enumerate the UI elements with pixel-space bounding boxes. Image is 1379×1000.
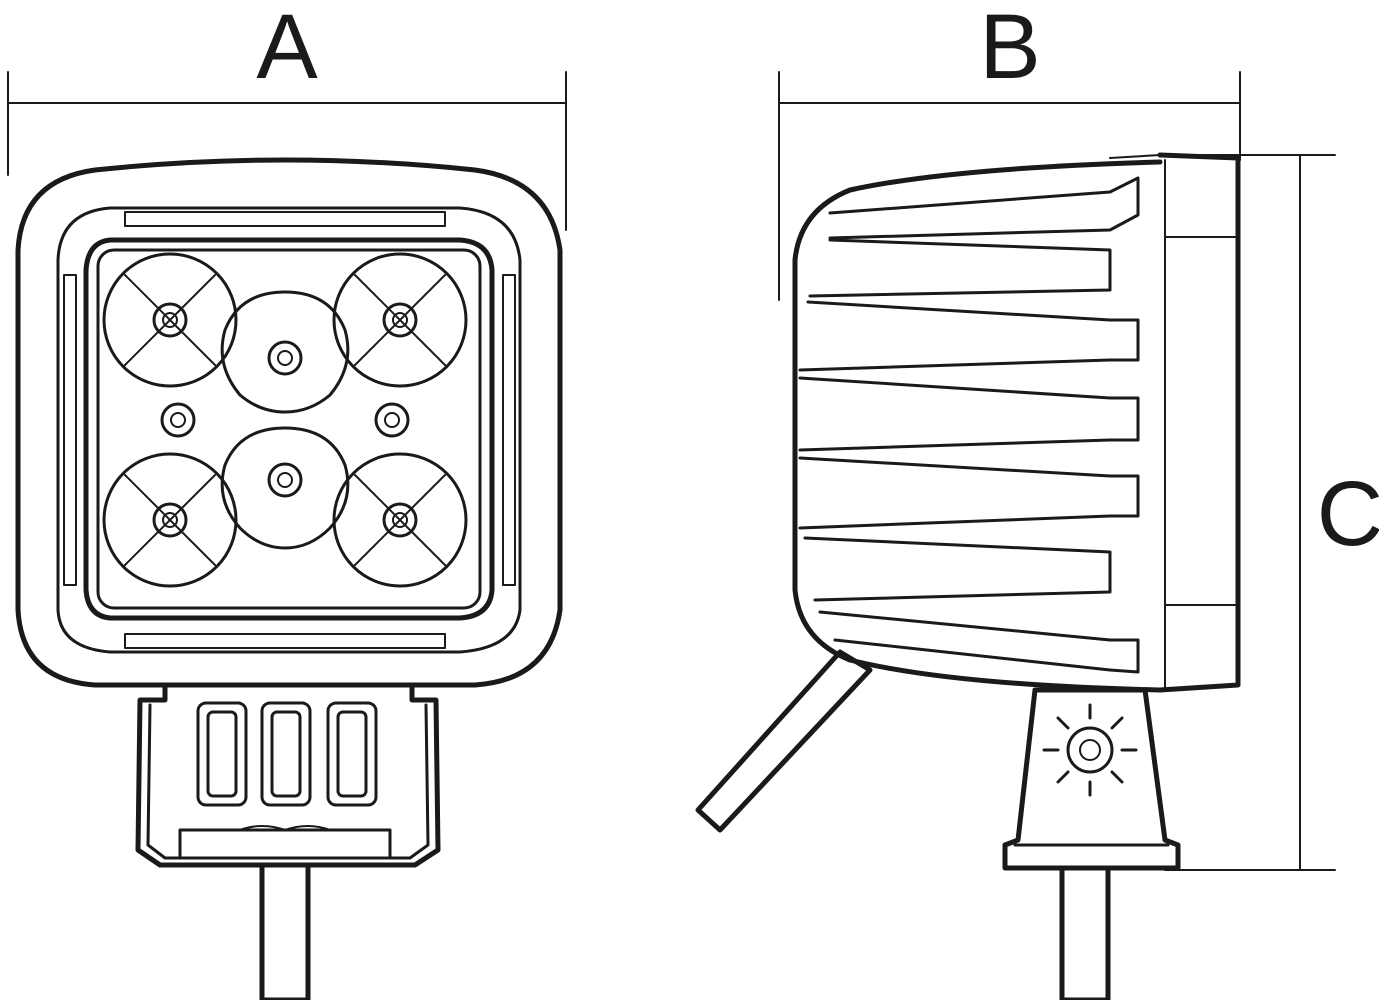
reflector-bottom-right [332,452,468,588]
side-housing [792,159,1163,693]
side-cable [695,649,873,833]
dimension-b: B [778,0,1241,301]
side-front-plate [1157,152,1241,693]
reflector-center-bottom [220,426,350,550]
dimension-c: C [1164,154,1379,871]
front-bezel [56,206,522,654]
side-cooling-fins [798,176,1140,674]
dimension-b-label: B [979,0,1040,98]
front-view [15,157,563,1000]
led-small-right [374,402,410,438]
side-stud [1059,865,1111,1000]
reflector-center-top [220,290,350,414]
adjust-knob [1066,726,1114,774]
dimension-c-label: C [1317,463,1379,565]
side-bracket [1002,687,1181,871]
reflector-top-left [102,252,238,388]
dimension-a: A [7,0,567,231]
led-small-left [160,402,196,438]
front-bracket [135,685,441,868]
reflector-top-right [332,252,468,388]
side-view [695,152,1241,1000]
front-housing-outer [15,157,563,688]
front-lens-frame [83,237,495,621]
front-stud [259,862,311,1000]
dimension-a-label: A [256,0,318,98]
reflector-bottom-left [102,452,238,588]
